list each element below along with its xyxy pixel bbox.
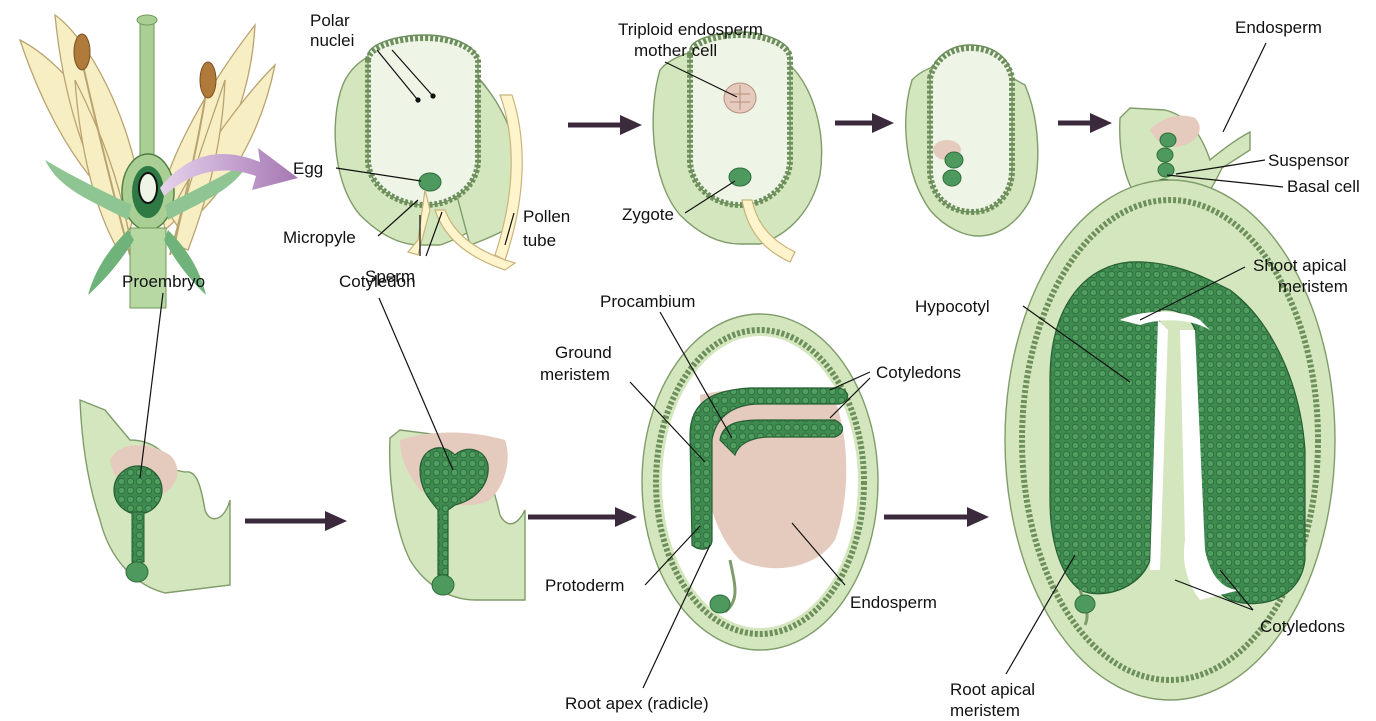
label-pollen-tube-2: tube <box>523 231 556 250</box>
label-pollen-tube-1: Pollen <box>523 207 570 226</box>
label-protoderm: Protoderm <box>545 576 624 595</box>
label-basal-cell: Basal cell <box>1287 177 1360 196</box>
label-shoot-apical-2: meristem <box>1278 277 1348 296</box>
label-polar-nuclei-2: nuclei <box>310 31 354 50</box>
proembryo-stage <box>80 400 230 593</box>
label-triploid-1: Triploid endosperm <box>618 20 763 39</box>
label-root-apical-2: meristem <box>950 701 1020 720</box>
label-cotyledons-right: Cotyledons <box>1260 617 1345 636</box>
label-ground-meristem-1: Ground <box>555 343 612 362</box>
label-suspensor: Suspensor <box>1268 151 1350 170</box>
label-root-apex: Root apex (radicle) <box>565 694 709 713</box>
label-egg: Egg <box>293 159 323 178</box>
ovule-fertilization <box>335 35 522 270</box>
label-polar-nuclei-1: Polar <box>310 11 350 30</box>
label-shoot-apical-1: Shoot apical <box>1253 256 1347 275</box>
label-micropyle: Micropyle <box>283 228 356 247</box>
label-triploid-2: mother cell <box>634 41 717 60</box>
label-hypocotyl: Hypocotyl <box>915 297 990 316</box>
ovule-zygote <box>653 32 821 262</box>
torpedo-stage <box>642 314 878 650</box>
label-root-apical-1: Root apical <box>950 680 1035 699</box>
cotyledon-stage <box>390 430 525 600</box>
label-ground-meristem-2: meristem <box>540 365 610 384</box>
label-endosperm-top: Endosperm <box>1235 18 1322 37</box>
label-zygote: Zygote <box>622 205 674 224</box>
label-cotyledon: Cotyledon <box>339 272 416 291</box>
label-endosperm-mid: Endosperm <box>850 593 937 612</box>
ovule-two-celled <box>906 45 1038 236</box>
label-cotyledons-mid: Cotyledons <box>876 363 961 382</box>
label-proembryo: Proembryo <box>122 272 205 291</box>
label-procambium: Procambium <box>600 292 695 311</box>
